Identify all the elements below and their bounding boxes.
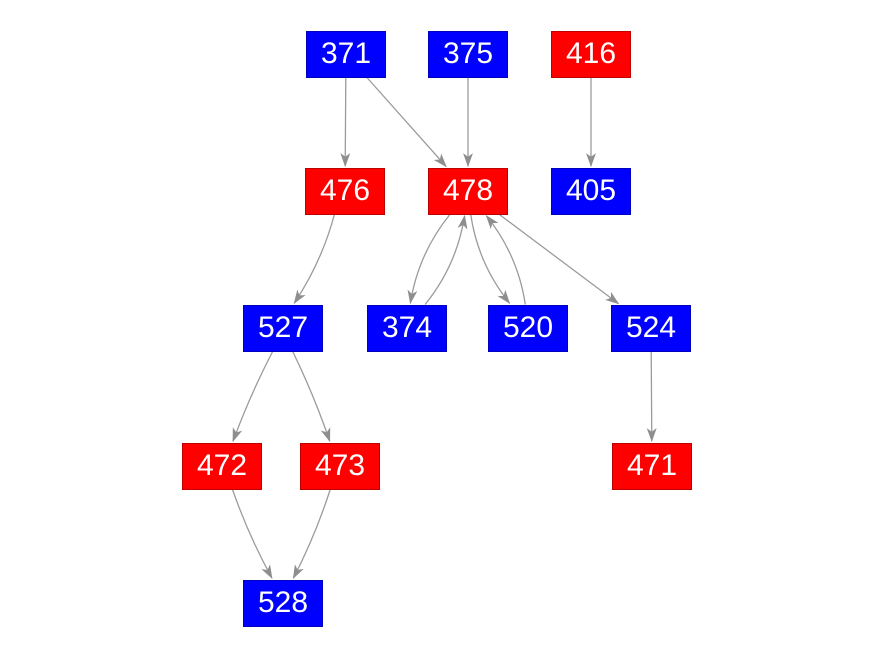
graph-node-473: 473 — [300, 442, 380, 490]
graph-edge-478-524 — [499, 213, 620, 305]
graph-edge-371-478 — [366, 77, 447, 168]
graph-node-472: 472 — [182, 442, 262, 490]
graph-edge-371-476 — [340, 77, 351, 168]
graph-edge-473-528 — [292, 489, 331, 580]
graph-edge-478-374 — [407, 214, 451, 305]
graph-edge-527-473 — [292, 351, 331, 443]
graph-edge-374-478 — [424, 214, 468, 305]
graph-node-374: 374 — [367, 304, 447, 352]
graph-node-471: 471 — [612, 442, 692, 490]
graph-node-524: 524 — [611, 304, 691, 352]
graph-node-405: 405 — [551, 167, 631, 215]
graph-node-375: 375 — [428, 30, 508, 78]
graph-node-371: 371 — [306, 30, 386, 78]
graph-edge-478-520 — [470, 214, 511, 304]
graph-edge-476-527 — [293, 214, 336, 304]
graph-edge-472-528 — [231, 489, 273, 580]
graph-edge-524-471 — [646, 351, 657, 443]
graph-node-528: 528 — [243, 579, 323, 627]
graph-node-527: 527 — [243, 304, 323, 352]
graph-edge-520-478 — [485, 215, 526, 305]
graph-node-476: 476 — [305, 167, 385, 215]
graph-node-520: 520 — [488, 304, 568, 352]
graph-edge-527-472 — [232, 351, 274, 443]
graph-node-478: 478 — [428, 167, 508, 215]
graph-node-416: 416 — [551, 30, 631, 78]
